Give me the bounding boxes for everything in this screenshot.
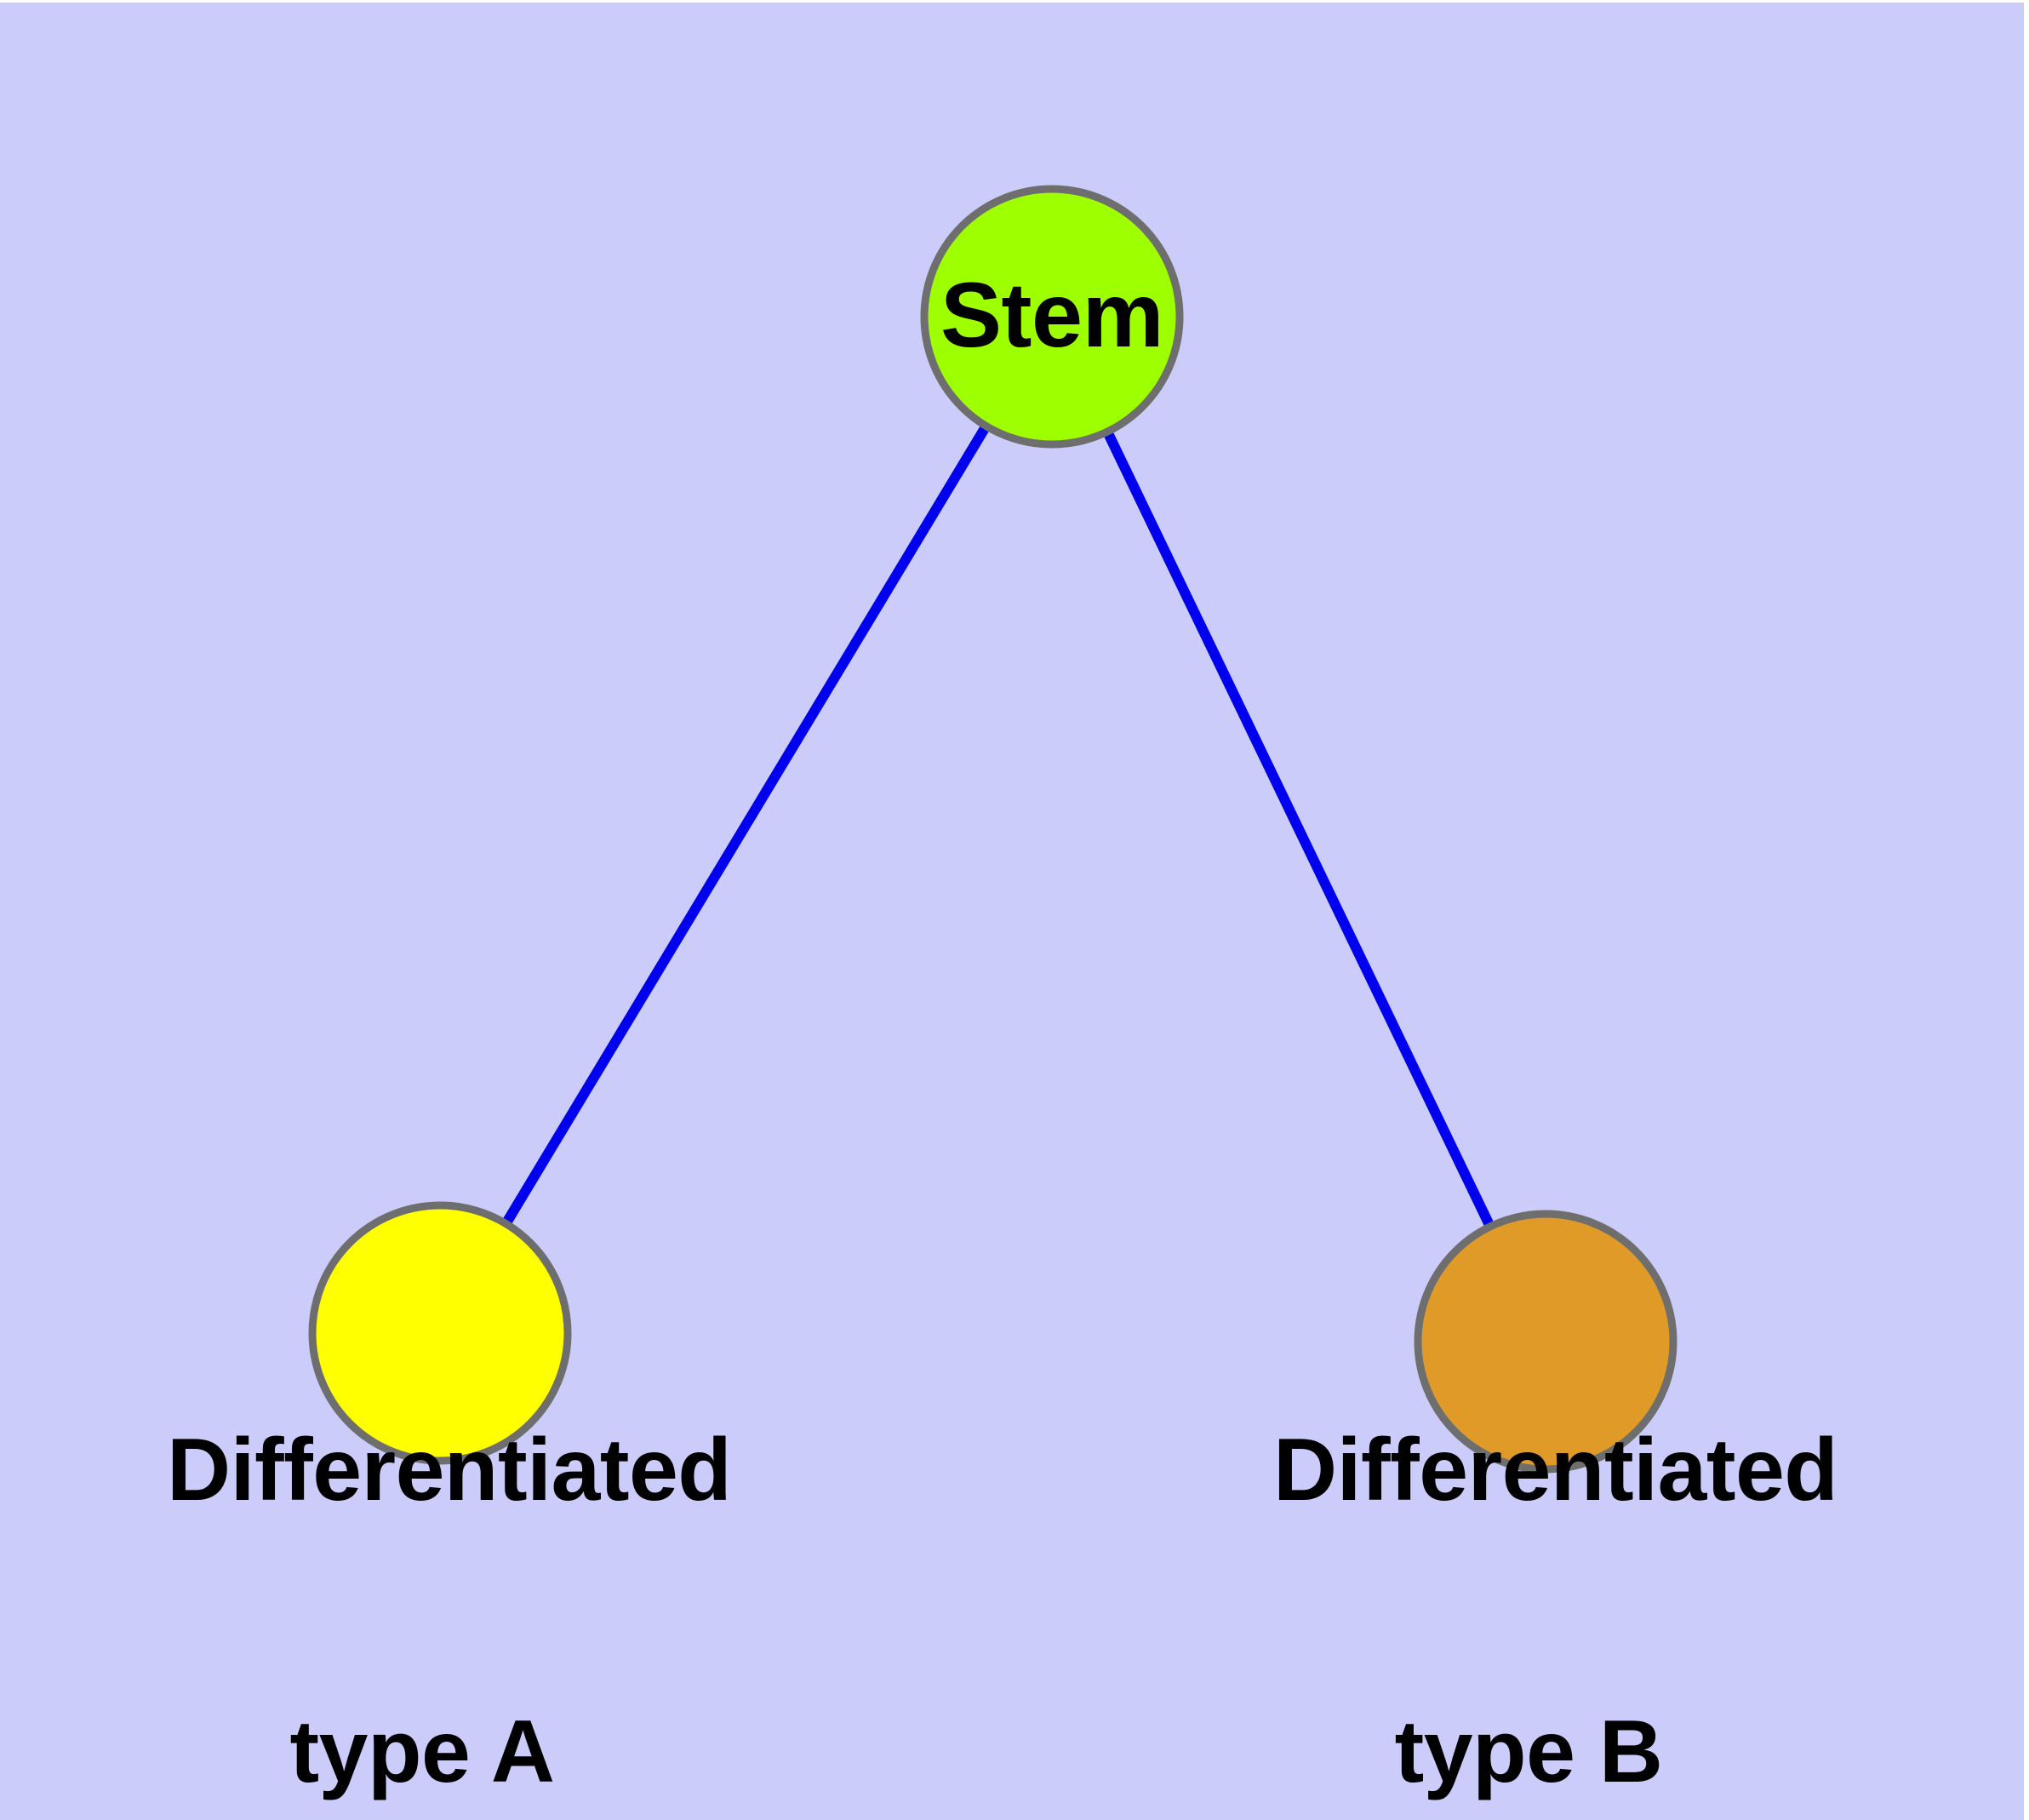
node-differentiated-type-a[interactable] xyxy=(308,1201,572,1465)
node-differentiated-type-b[interactable] xyxy=(1414,1210,1677,1474)
edge-stem-to-differentiated-type-a xyxy=(501,423,991,1227)
edge-layer xyxy=(501,423,1495,1229)
edge-stem-to-differentiated-type-b xyxy=(1102,429,1495,1229)
node-stem[interactable] xyxy=(920,185,1184,449)
node-layer xyxy=(308,185,1677,1474)
